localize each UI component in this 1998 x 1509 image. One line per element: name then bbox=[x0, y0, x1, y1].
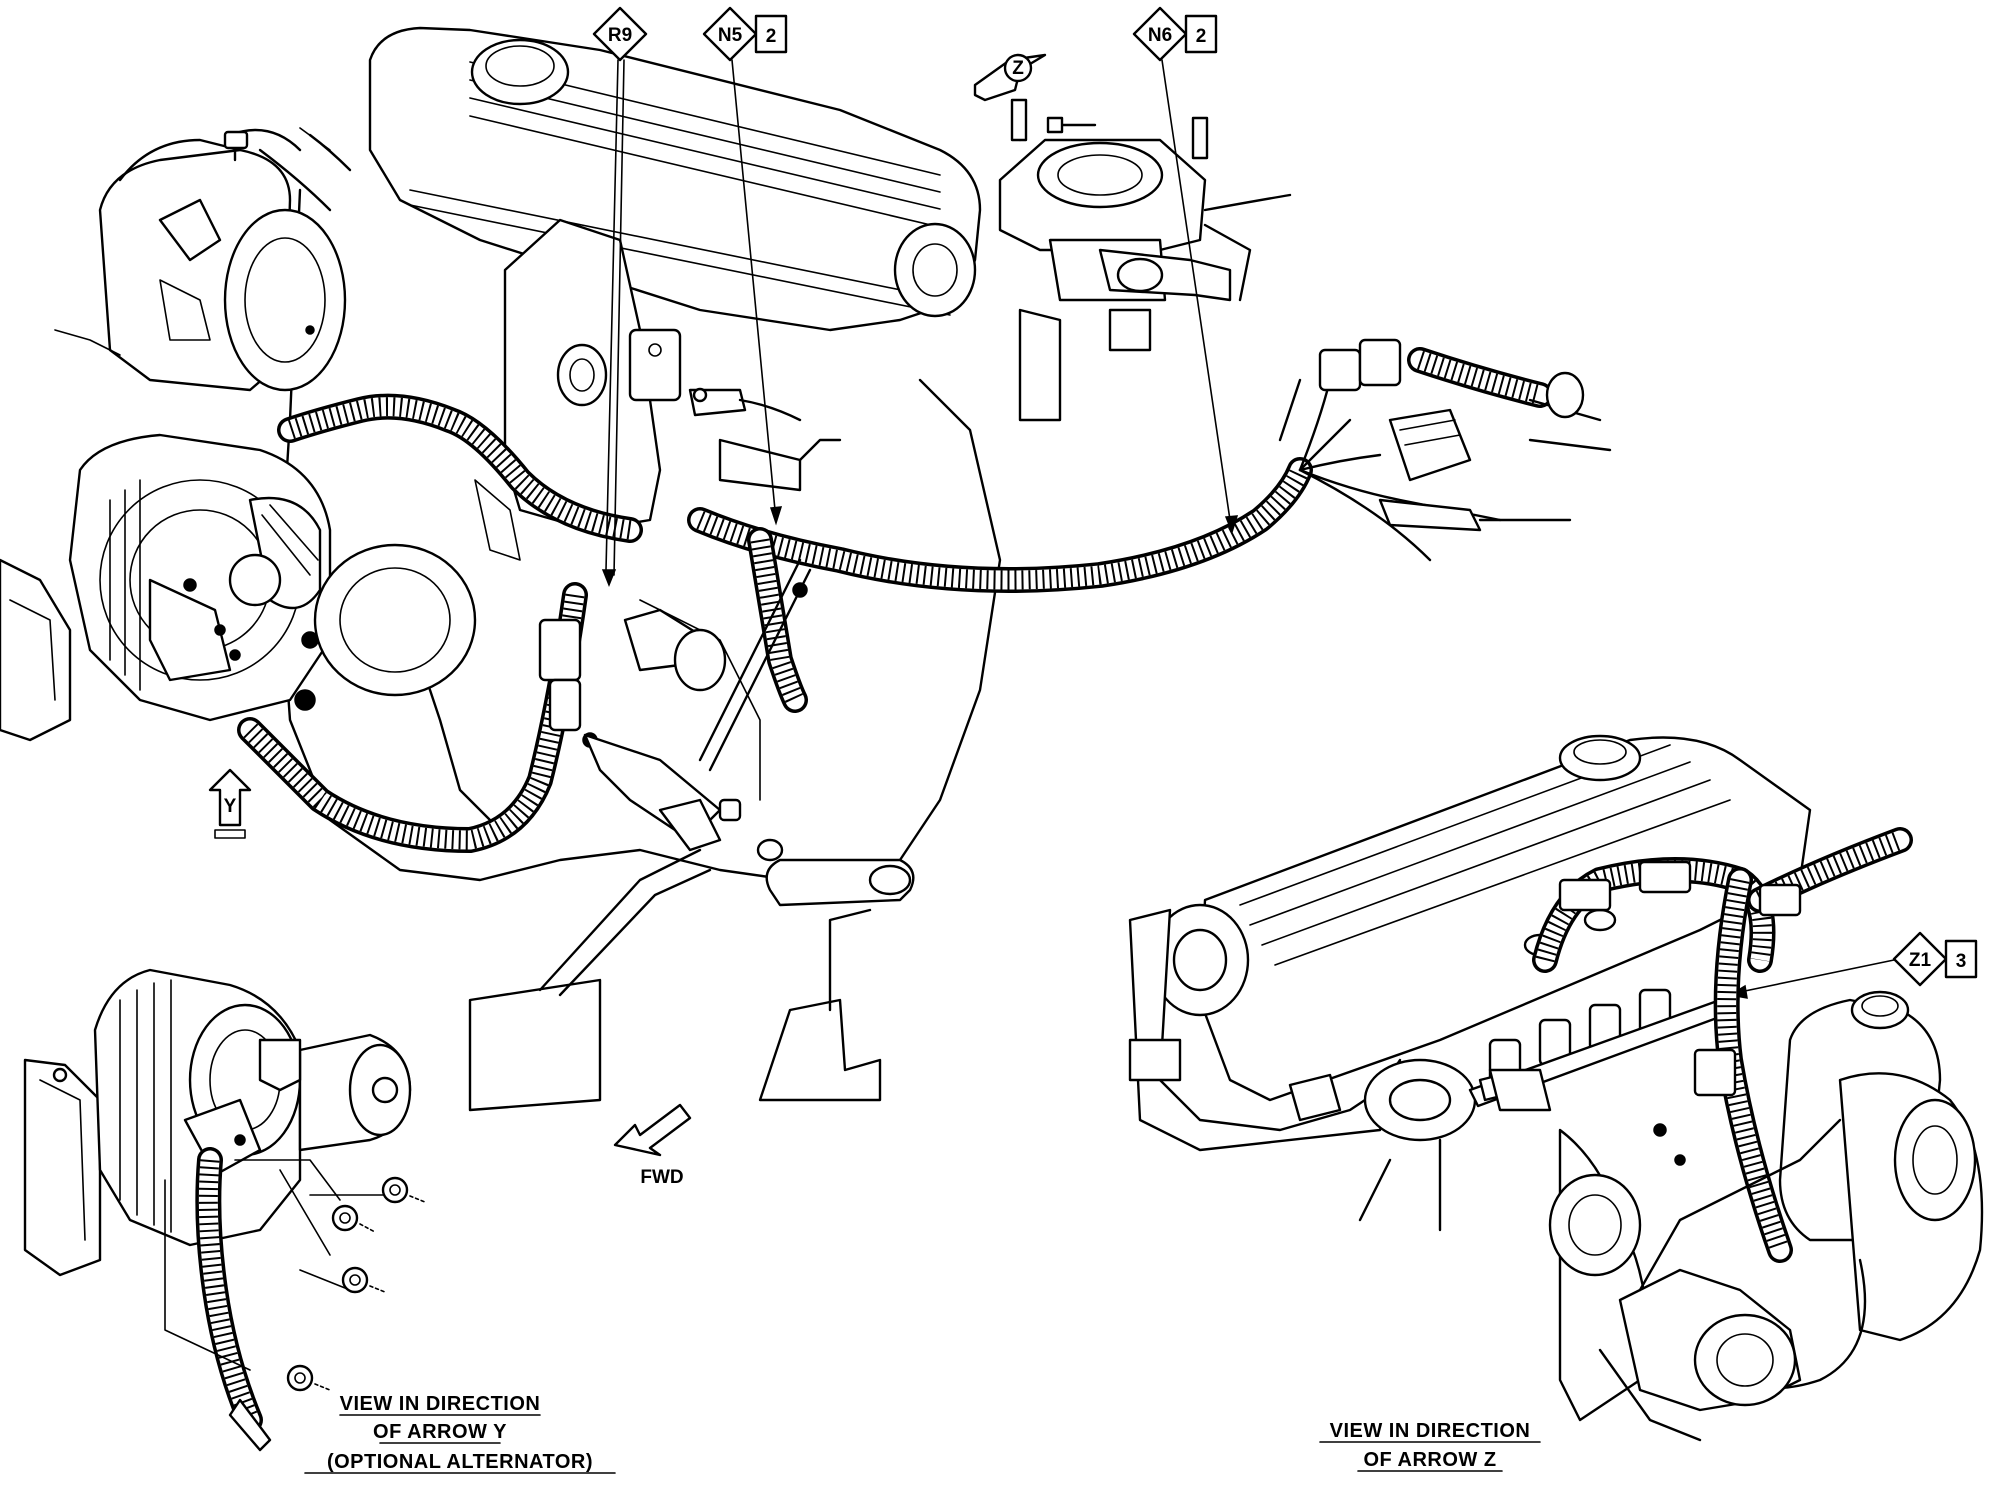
caption-view-y-line2: OF ARROW Y bbox=[373, 1421, 507, 1443]
nut-1 bbox=[381, 1176, 426, 1204]
callout-z1: Z1 3 bbox=[1727, 931, 1978, 999]
arrow-z-label: Z bbox=[1012, 58, 1024, 79]
caption-view-z: VIEW IN DIRECTION OF ARROW Z bbox=[1319, 1420, 1541, 1472]
alternator-main bbox=[68, 433, 332, 722]
lower-bracket bbox=[468, 558, 915, 1112]
fwd-arrow: FWD bbox=[613, 1103, 692, 1188]
callout-n6-id: N6 bbox=[1148, 25, 1172, 46]
callout-r9: R9 bbox=[592, 6, 648, 588]
caption-view-z-line2: OF ARROW Z bbox=[1363, 1449, 1496, 1471]
callout-n5-num: 2 bbox=[766, 26, 777, 47]
nut-3 bbox=[341, 1266, 386, 1294]
caption-view-y-line1: VIEW IN DIRECTION bbox=[340, 1393, 541, 1415]
harness-connectors-right bbox=[1278, 338, 1612, 562]
callout-n6-num: 2 bbox=[1196, 26, 1207, 47]
view-z-engine bbox=[1128, 734, 1984, 1442]
thermostat-housing bbox=[474, 218, 682, 561]
callout-n5: N5 2 bbox=[702, 6, 788, 526]
oil-filter bbox=[313, 543, 477, 697]
ignition-wires bbox=[223, 127, 352, 172]
callout-z1-id: Z1 bbox=[1909, 950, 1932, 971]
caption-view-y-line3: (OPTIONAL ALTERNATOR) bbox=[327, 1451, 593, 1473]
throttle-body bbox=[998, 98, 1292, 422]
harness-sensors bbox=[538, 387, 842, 748]
callout-n5-id: N5 bbox=[718, 25, 743, 46]
valve-cover bbox=[368, 26, 982, 332]
callout-r9-id: R9 bbox=[608, 25, 632, 46]
nut-2 bbox=[331, 1204, 376, 1233]
left-bracket bbox=[0, 558, 72, 742]
caption-view-z-line1: VIEW IN DIRECTION bbox=[1330, 1420, 1531, 1442]
distributor bbox=[54, 128, 347, 392]
callout-z1-num: 3 bbox=[1956, 951, 1967, 972]
arrow-y: Y bbox=[208, 768, 252, 839]
caption-view-y: VIEW IN DIRECTION OF ARROW Y (OPTIONAL A… bbox=[304, 1393, 616, 1474]
fwd-label: FWD bbox=[640, 1167, 683, 1188]
view-y-alternator bbox=[23, 968, 426, 1452]
arrow-y-label: Y bbox=[224, 796, 237, 817]
nut-4 bbox=[286, 1364, 331, 1392]
callout-n6: N6 2 bbox=[1132, 6, 1239, 535]
arrow-z: Z bbox=[973, 53, 1047, 102]
main-engine-view bbox=[0, 26, 1612, 1112]
